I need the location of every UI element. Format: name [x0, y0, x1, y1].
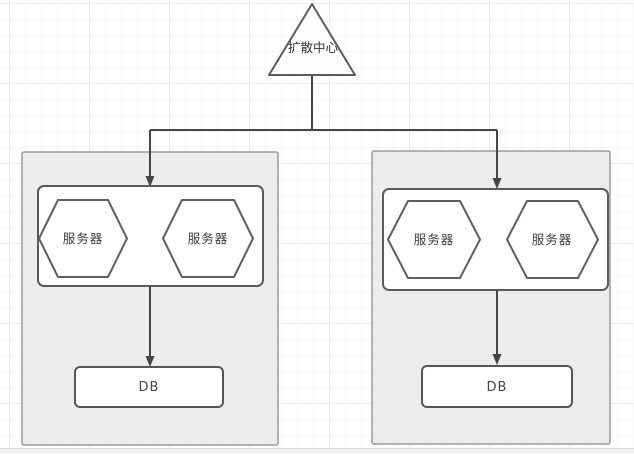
server-label: 服务器: [63, 231, 104, 246]
arrowhead-down-icon: [145, 176, 155, 187]
hub-node: 扩散中心: [268, 3, 356, 76]
server-hexagon: [162, 199, 254, 278]
db-label: DB: [487, 380, 508, 395]
arrowhead-down-icon: [492, 354, 502, 365]
canvas-bottom-edge: [0, 448, 634, 454]
cluster-right: 服务器 服务器 DB: [371, 150, 611, 445]
edge-lines: [149, 75, 498, 357]
arrowhead-down-icon: [492, 178, 502, 189]
server-label: 服务器: [414, 232, 455, 247]
server-hexagon: [387, 200, 481, 279]
hub-label: 扩散中心: [288, 40, 339, 55]
edges: [145, 75, 502, 367]
server-label: 服务器: [188, 231, 229, 246]
server-label: 服务器: [532, 232, 573, 247]
db-label: DB: [139, 380, 160, 395]
server-hexagon: [38, 199, 128, 278]
hub-triangle: [268, 3, 356, 76]
db-box: [74, 366, 224, 408]
arrowhead-down-icon: [145, 356, 155, 367]
server-hexagon: [506, 200, 599, 279]
db-box: [421, 365, 573, 408]
